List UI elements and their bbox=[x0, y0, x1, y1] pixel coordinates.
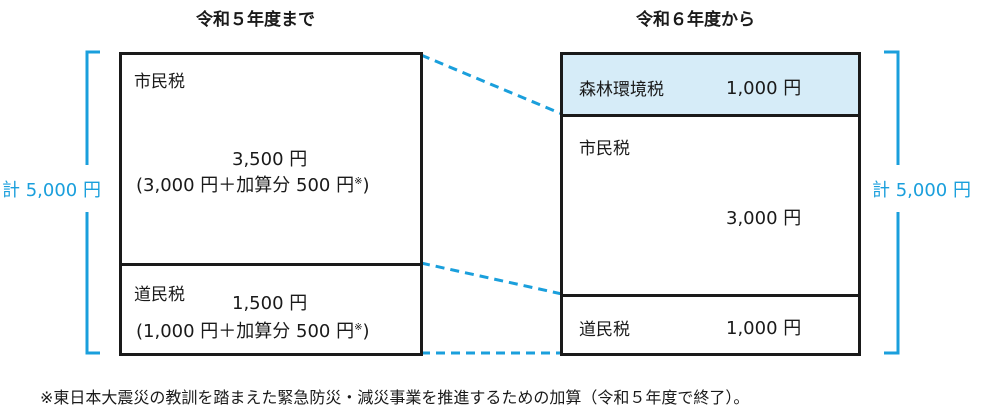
connector-middle bbox=[420, 261, 563, 296]
right-city-tax-box: 市民税 3,000 円 bbox=[560, 114, 861, 297]
left-bracket-top bbox=[85, 50, 100, 165]
right-forest-tax-label: 森林環境税 bbox=[579, 80, 664, 100]
right-total: 計 5,000 円 bbox=[872, 176, 971, 202]
left-city-tax-label: 市民税 bbox=[134, 72, 185, 92]
right-city-tax-amount: 3,000 円 bbox=[726, 208, 802, 229]
left-pref-tax-detail-text: (1,000 円＋加算分 500 円 bbox=[136, 321, 355, 342]
footnote: ※東日本大震災の教訓を踏まえた緊急防災・減災事業を推進するための加算（令和５年度… bbox=[40, 388, 750, 407]
left-title: 令和５年度まで bbox=[196, 10, 315, 30]
connector-top bbox=[420, 53, 563, 116]
left-city-tax-box: 市民税 3,500 円 (3,000 円＋加算分 500 円※) bbox=[119, 52, 423, 266]
left-pref-tax-footnote-mark: ※ bbox=[354, 322, 363, 333]
left-city-tax-detail: (3,000 円＋加算分 500 円※) bbox=[136, 171, 370, 197]
left-pref-tax-detail-close: ) bbox=[362, 321, 370, 342]
left-city-tax-amount: 3,500 円 bbox=[232, 149, 308, 170]
right-bracket-top bbox=[884, 50, 900, 165]
left-pref-tax-detail: (1,000 円＋加算分 500 円※) bbox=[136, 317, 370, 343]
right-title: 令和６年度から bbox=[636, 10, 755, 30]
right-forest-tax-box: 森林環境税 1,000 円 bbox=[560, 52, 861, 117]
left-total: 計 5,000 円 bbox=[2, 176, 101, 202]
left-city-tax-detail-text: (3,000 円＋加算分 500 円 bbox=[136, 175, 355, 196]
right-city-tax-label: 市民税 bbox=[579, 139, 630, 159]
left-bracket-bottom bbox=[85, 212, 100, 355]
left-city-tax-footnote-mark: ※ bbox=[354, 176, 363, 187]
left-pref-tax-amount: 1,500 円 bbox=[232, 293, 308, 314]
left-pref-tax-label: 道民税 bbox=[134, 285, 185, 305]
right-forest-tax-amount: 1,000 円 bbox=[726, 78, 802, 99]
right-pref-tax-amount: 1,000 円 bbox=[726, 318, 802, 339]
left-city-tax-detail-close: ) bbox=[362, 175, 370, 196]
right-pref-tax-box: 道民税 1,000 円 bbox=[560, 294, 861, 356]
right-bracket-bottom bbox=[884, 212, 900, 355]
right-pref-tax-label: 道民税 bbox=[579, 320, 630, 340]
left-pref-tax-box: 道民税 1,500 円 (1,000 円＋加算分 500 円※) bbox=[119, 263, 423, 356]
